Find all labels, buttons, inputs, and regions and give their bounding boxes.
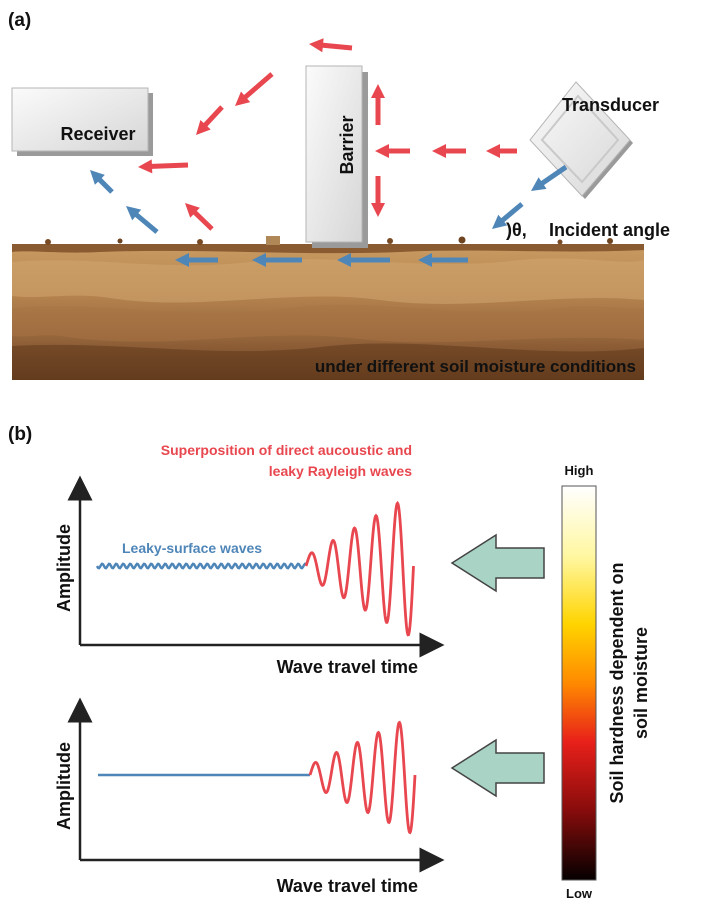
superposition-label-line2: leaky Rayleigh waves <box>269 463 412 479</box>
leaky-wave-arrow <box>175 253 218 267</box>
acoustic-wave-arrow <box>432 144 466 158</box>
acoustic-wave-arrow <box>235 72 274 106</box>
acoustic-wave-arrow <box>486 144 517 158</box>
acoustic-wave-arrow <box>185 203 214 231</box>
top-plot-xlabel: Wave travel time <box>277 657 418 677</box>
top-plot-ylabel: Amplitude <box>54 524 74 612</box>
panel-a-label: (a) <box>8 10 31 31</box>
acoustic-wave-arrow <box>138 159 189 174</box>
leaky-wave-arrow <box>531 164 568 191</box>
leaky-surface-label: Leaky-surface waves <box>122 540 262 556</box>
acoustic-wave-arrows <box>138 38 517 231</box>
superposition-label-line1: Superposition of direct aucoustic and <box>161 442 412 458</box>
top-plot-axes <box>67 475 445 658</box>
incident-angle-label: Incident angle <box>549 220 670 240</box>
top-block-arrow <box>450 533 545 593</box>
bottom-superposition-wave <box>308 720 417 835</box>
bottom-block-arrow <box>450 738 545 798</box>
bottom-plot-xlabel: Wave travel time <box>277 876 418 896</box>
bottom-plot-ylabel: Amplitude <box>54 742 74 830</box>
soil-block <box>12 236 644 380</box>
leaky-wave-arrow <box>418 253 468 267</box>
colorbar-low-label: Low <box>566 886 593 901</box>
leaky-wave-arrow <box>126 206 159 234</box>
panel-b-label: (b) <box>8 424 32 445</box>
top-superposition-wave <box>304 500 415 637</box>
leaky-wave-arrow <box>252 253 302 267</box>
colorbar-high-label: High <box>565 463 594 478</box>
bottom-plot-axes <box>67 697 445 873</box>
acoustic-wave-arrow <box>375 144 410 158</box>
acoustic-wave-arrow <box>371 176 385 217</box>
colorbar-title-line2: soil moisture <box>631 627 651 739</box>
acoustic-wave-arrow <box>309 38 353 53</box>
receiver-label: Receiver <box>60 124 135 144</box>
barrier-label: Barrier <box>337 115 357 174</box>
barrier-block <box>305 65 368 248</box>
transducer-label: Transducer <box>562 95 659 115</box>
leaky-wave-arrow <box>492 202 524 229</box>
leaky-wave-arrows <box>90 164 568 267</box>
receiver-box <box>11 87 153 156</box>
angle-symbol: )θ, <box>506 220 527 240</box>
colorbar-title-line1: Soil hardness dependent on <box>607 562 627 803</box>
leaky-wave-arrow <box>90 170 114 194</box>
leaky-wave-arrow <box>337 253 390 267</box>
acoustic-wave-arrow <box>196 105 224 135</box>
soil-caption: under different soil moisture conditions <box>315 357 636 376</box>
acoustic-wave-arrow <box>371 84 385 125</box>
transducer <box>529 81 633 199</box>
soil-hardness-colorbar <box>561 485 597 881</box>
top-leaky-wave <box>95 562 307 570</box>
